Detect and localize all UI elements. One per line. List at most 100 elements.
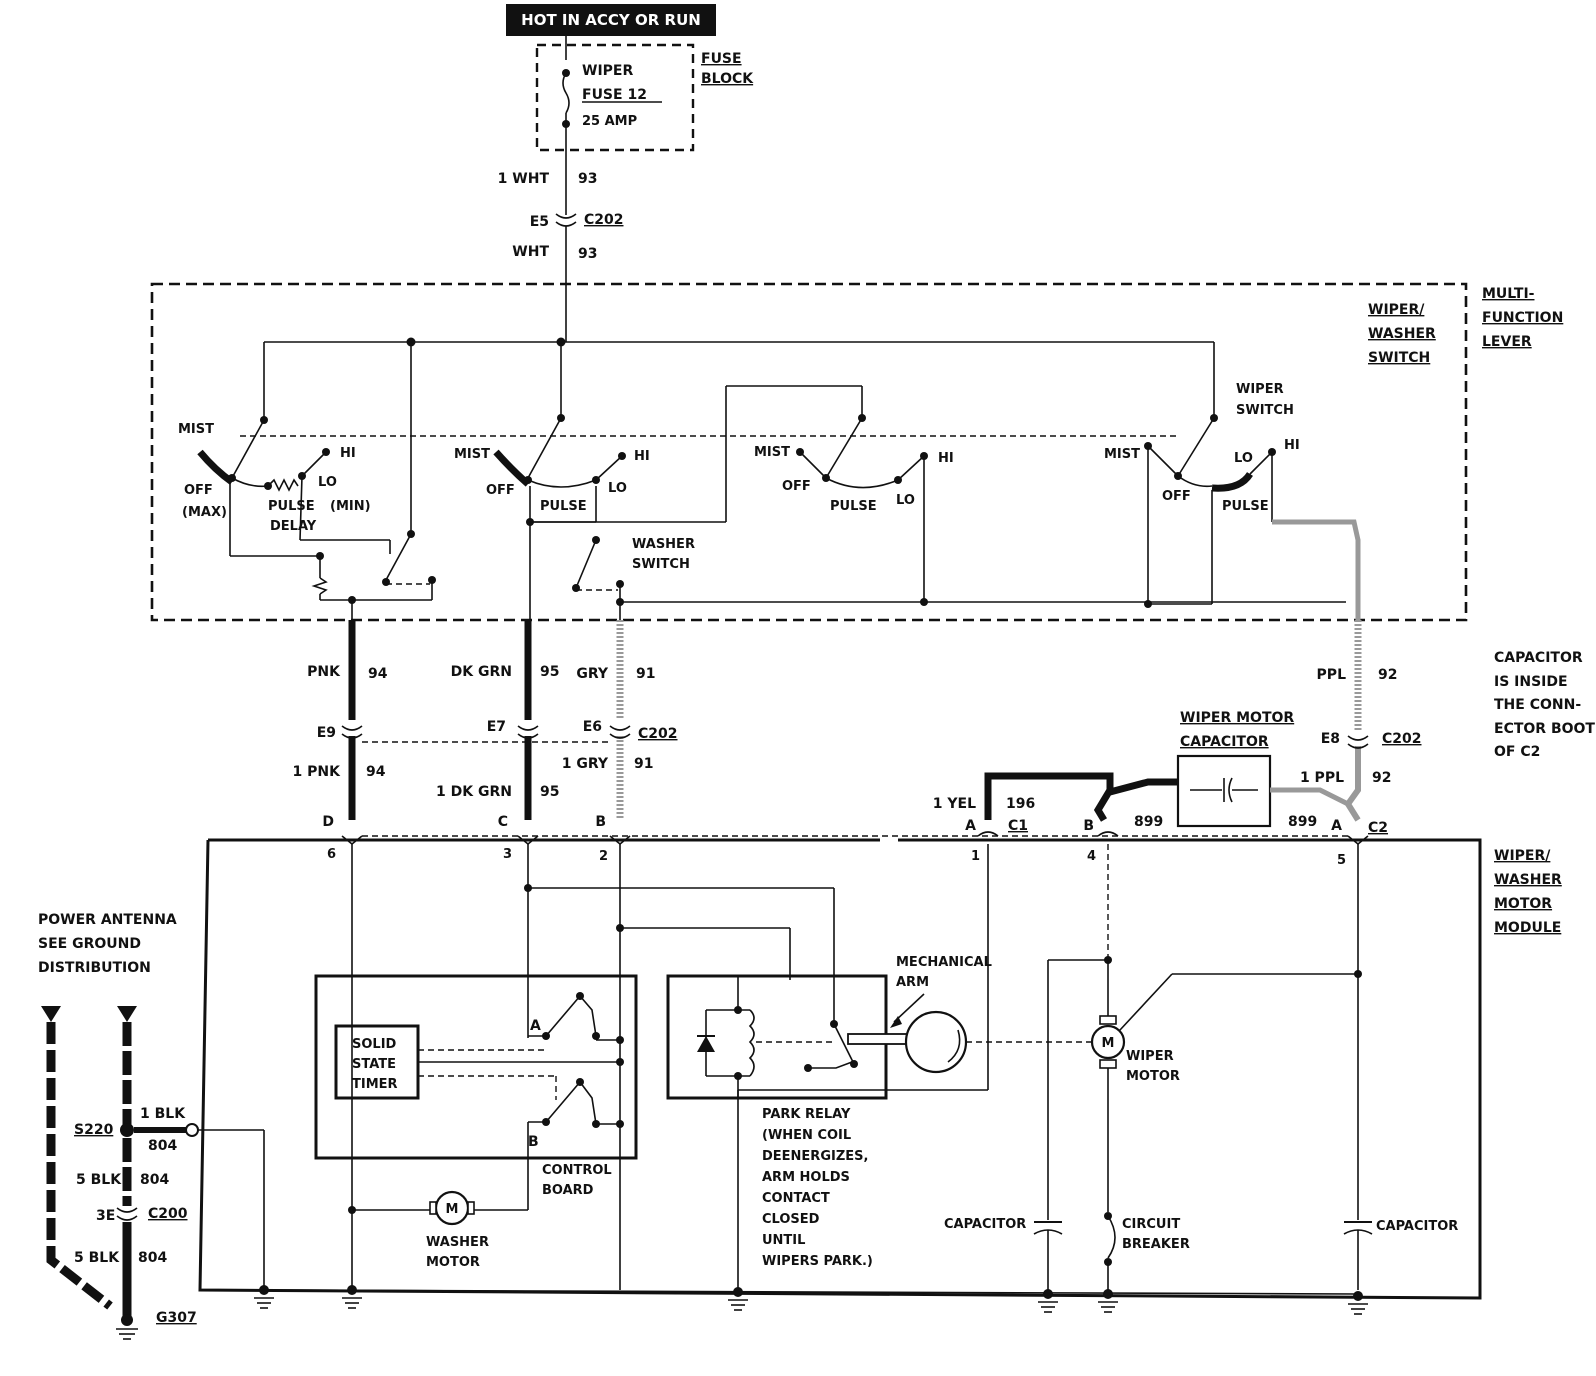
pnk-pin-e9: E9 [317,725,336,741]
circuit-breaker-label-2: BREAKER [1122,1237,1190,1252]
motor-module-box [198,838,1482,1300]
ground-symbols [254,1285,1368,1315]
hi-label-4: HI [1284,438,1300,453]
feed-connector-c202: C202 [584,212,624,228]
wiper-motor-cap-label-2: CAPACITOR [1180,734,1269,750]
solid-state-3: TIMER [352,1077,398,1092]
pnk-color: PNK [307,664,341,680]
c1b-terminal: B [1083,818,1094,834]
switch-section-3 [796,414,928,606]
capacitor-label-right: CAPACITOR [1376,1219,1458,1234]
module-label-2: WASHER [1494,872,1562,888]
cap-note-2: IS INSIDE [1494,674,1568,690]
lever-title-3: LEVER [1482,334,1532,350]
pin-1: 1 [971,849,980,864]
mist-label-2: MIST [454,447,490,462]
pnk-circuit: 94 [368,666,388,682]
lo-label-4: LO [1234,451,1253,466]
yel-connector-c1: C1 [1008,818,1028,834]
capacitor-label-left: CAPACITOR [944,1217,1026,1232]
mist-label-3: MIST [754,445,790,460]
module-label-3: MOTOR [1494,896,1552,912]
yel-terminal-a: A [965,818,976,834]
splice-s220: S220 [74,1122,114,1138]
ground-804-a: 804 [148,1138,177,1154]
washer-motor-label-1: WASHER [426,1235,489,1250]
c2-circuit: 899 [1288,814,1317,830]
pin-5: 5 [1337,853,1346,868]
off-label-3: OFF [782,479,811,494]
switch-title-2: WASHER [1368,326,1436,342]
mech-arm-label-2: ARM [896,975,929,990]
ppl-circuit: 92 [1378,667,1397,683]
hi-label-1: HI [340,446,356,461]
feed-lower-circuit: 93 [578,246,597,262]
wiper-motor-label-1: WIPER [1126,1049,1174,1064]
pin-6: 6 [327,847,336,862]
control-board-box [314,974,638,1160]
pin-3: 3 [503,847,512,862]
park-note-5: CONTACT [762,1191,830,1206]
dkgrn-circuit: 95 [540,664,559,680]
power-source: HOT IN ACCY OR RUN [506,4,716,36]
antenna-label-2: SEE GROUND [38,936,141,952]
park-note-8: WIPERS PARK.) [762,1254,873,1269]
washer-switch-label-1: WASHER [632,537,695,552]
pnk-terminal-d: D [322,814,334,830]
dkgrn-color: DK GRN [451,664,512,680]
fuse-amp: 25 AMP [582,114,637,129]
pulse-label-4: PULSE [1222,499,1269,514]
module-label-1: WIPER/ [1494,848,1551,864]
circuit-breaker-label-1: CIRCUIT [1122,1217,1180,1232]
pnk-lower-circuit: 94 [366,764,386,780]
hi-label-2: HI [634,449,650,464]
gry-connector-c202: C202 [638,726,678,742]
washer-switch-label-2: SWITCH [632,557,690,572]
relay-a-label: A [530,1018,541,1034]
wiper-switch-label-1: WIPER [1236,382,1284,397]
antenna-label-1: POWER ANTENNA [38,912,177,928]
park-note-6: CLOSED [762,1212,820,1227]
gry-circuit: 91 [636,666,655,682]
multifunction-lever-box [150,282,1468,622]
cap-note-4: ECTOR BOOT [1494,721,1595,737]
park-relay-note: PARK RELAY (WHEN COIL DEENERGIZES, ARM H… [762,1107,873,1269]
lever-title-2: FUNCTION [1482,310,1563,326]
ppl-lower-circuit: 92 [1372,770,1391,786]
gry-lower-color: 1 GRY [562,756,609,772]
lo-label-3: LO [896,493,915,508]
ground-g307: G307 [156,1310,197,1326]
c2-connector: C2 [1368,820,1388,836]
ground-pin-3e: 3E [96,1208,115,1224]
ground-1blk: 1 BLK [140,1106,186,1122]
pin-4: 4 [1087,849,1096,864]
fuse-name-line1: WIPER [582,63,633,79]
max-label: (MAX) [182,505,227,520]
hi-label-3: HI [938,451,954,466]
lo-label-2: LO [608,481,627,496]
washer-motor-symbol: M [446,1202,459,1217]
ppl-pin-e8: E8 [1321,731,1340,747]
wiper-motor-symbol: M [1102,1036,1115,1051]
pin-2: 2 [599,849,608,864]
park-note-1: PARK RELAY [762,1107,851,1122]
capacitor-left [1033,1221,1063,1290]
ppl-terminal-a: A [1331,818,1342,834]
feed-pin-e5: E5 [530,214,549,230]
mech-arm-label-1: MECHANICAL [896,955,992,970]
ppl-connector-c202: C202 [1382,731,1422,747]
gry-terminal-b: B [595,814,606,830]
relay-b-label: B [528,1134,539,1150]
c1b-circuit: 899 [1134,814,1163,830]
pulse-label-2: PULSE [540,499,587,514]
mist-label-4: MIST [1104,447,1140,462]
dkgrn-lower-circuit: 95 [540,784,559,800]
wiper-motor-label-2: MOTOR [1126,1069,1180,1084]
control-board-label-2: BOARD [542,1183,594,1198]
gry-lower-circuit: 91 [634,756,653,772]
yel-circuit: 196 [1006,796,1035,812]
switch-section-1 [197,416,436,620]
park-note-4: ARM HOLDS [762,1170,850,1185]
solid-state-1: SOLID [352,1037,397,1052]
wiper-switch-label-2: SWITCH [1236,403,1294,418]
